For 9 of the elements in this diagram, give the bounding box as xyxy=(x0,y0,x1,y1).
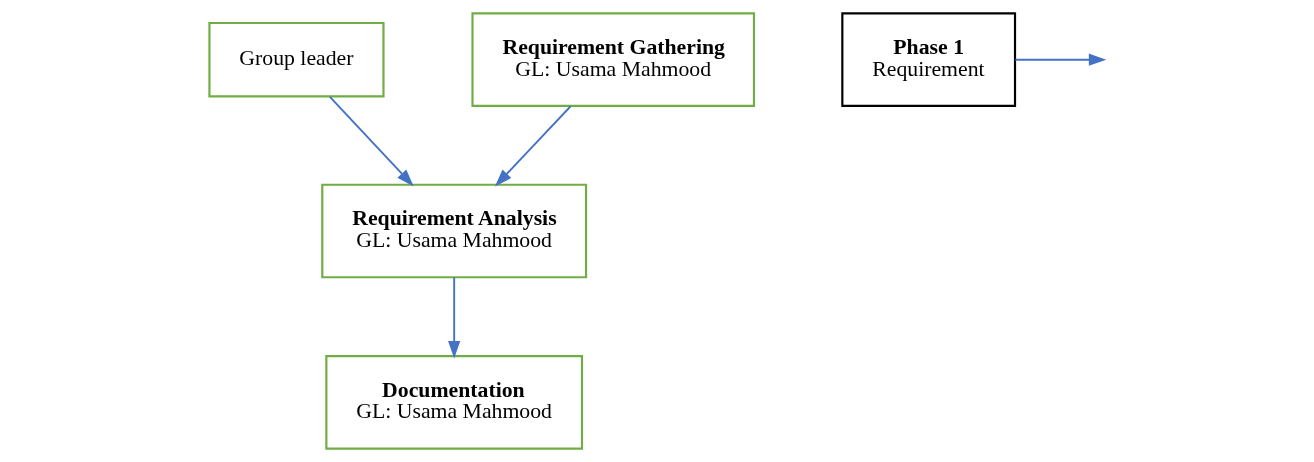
arrow xyxy=(328,95,414,187)
arrow xyxy=(448,276,461,359)
node-box: Requirement Gathering GL: Usama Mahmood xyxy=(471,12,756,107)
arrow xyxy=(1014,53,1107,66)
node-box: Requirement Analysis GL: Usama Mahmood xyxy=(321,183,588,279)
node-box: Phase 1 Requirement xyxy=(841,12,1017,107)
arrow xyxy=(494,105,572,187)
node-box: Group leader xyxy=(208,21,385,98)
node-box: Documentation GL: Usama Mahmood xyxy=(325,355,584,450)
